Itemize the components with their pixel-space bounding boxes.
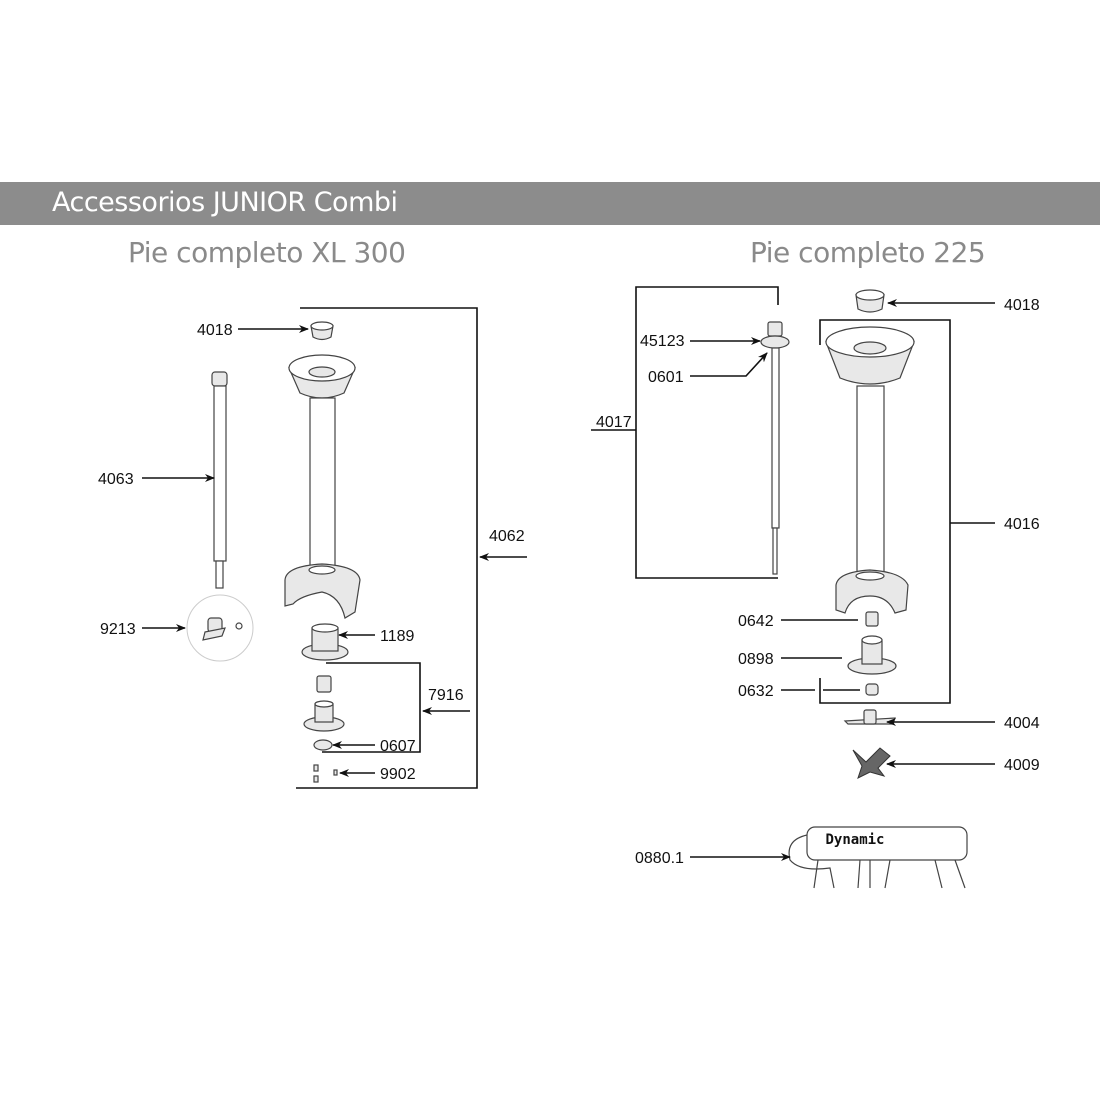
- bushing-0642-part: [865, 611, 879, 627]
- part-label-4009: 4009: [1004, 757, 1040, 774]
- part-label-0632: 0632: [738, 683, 774, 700]
- header-title: Accessorios JUNIOR Combi: [52, 187, 398, 218]
- blade-4009-part: [852, 747, 891, 779]
- left-section-title: Pie completo XL 300: [128, 236, 406, 269]
- part-label-4062: 4062: [489, 528, 525, 545]
- ring-4018-part: [310, 321, 334, 341]
- stand-0880-1-part: Dynamic: [788, 826, 968, 889]
- part-label-9902: 9902: [380, 766, 416, 783]
- part-label-9213: 9213: [100, 621, 136, 638]
- blender-leg-part: [284, 354, 361, 619]
- bushing-7916-part: [303, 675, 345, 732]
- part-label-0642: 0642: [738, 613, 774, 630]
- part-label-4018: 4018: [197, 322, 233, 339]
- stand-logo-text: Dynamic: [825, 832, 884, 848]
- screws-9902-part: [313, 764, 338, 783]
- section-header: Accessorios JUNIOR Combi: [0, 182, 1100, 225]
- left-diagram: 4062 4018 4063: [98, 307, 527, 789]
- right-diagram: 4017 45123 0601 4018 4016: [591, 286, 1040, 889]
- part-label-4017: 4017: [596, 414, 632, 431]
- part-label-0601: 0601: [648, 369, 684, 386]
- shaft-4017-part: [760, 321, 790, 575]
- part-label-0898: 0898: [738, 651, 774, 668]
- blade-4004-part: [843, 709, 896, 725]
- washer-0607-part: [313, 739, 333, 751]
- part-label-4004: 4004: [1004, 715, 1040, 732]
- ring-4018-part: [855, 289, 885, 313]
- part-label-7916: 7916: [428, 687, 464, 704]
- part-label-1189: 1189: [380, 628, 415, 645]
- coupling-9213-part: [186, 594, 254, 662]
- part-label-4018-right: 4018: [1004, 297, 1040, 314]
- bracket-7916: [322, 662, 421, 753]
- right-section-title: Pie completo 225: [750, 236, 986, 269]
- part-label-45123: 45123: [640, 333, 685, 350]
- bracket-4016: [819, 319, 951, 704]
- shaft-4063-part: [211, 371, 228, 589]
- bracket-4062: [296, 307, 478, 789]
- part-label-4063: 4063: [98, 471, 134, 488]
- blender-leg-225-part: [825, 326, 915, 614]
- washer-0632-part: [865, 683, 879, 696]
- bearing-0898-part: [847, 635, 897, 675]
- part-label-0607: 0607: [380, 738, 416, 755]
- part-label-0880-1: 0880.1: [635, 850, 684, 867]
- bearing-1189-part: [301, 623, 349, 661]
- part-label-4016: 4016: [1004, 516, 1040, 533]
- arrow-0601: [690, 352, 768, 377]
- bracket-4017: [635, 286, 779, 579]
